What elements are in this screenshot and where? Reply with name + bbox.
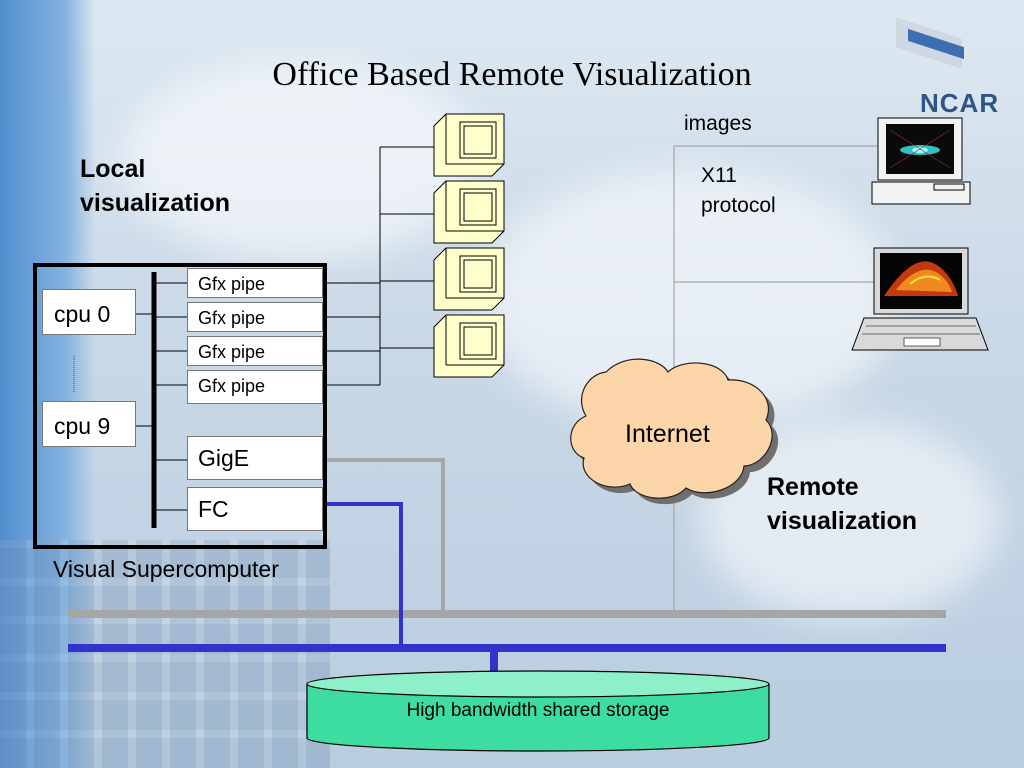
- monitor-icon: [433, 247, 505, 311]
- storage-cylinder-icon: [306, 670, 770, 752]
- monitor-icon: [433, 314, 505, 378]
- remote-label-line2: visualization: [767, 507, 918, 535]
- gfx-pipe-label: Gfx pipe: [198, 308, 266, 328]
- images-label: images: [684, 112, 752, 135]
- internet-label: Internet: [625, 420, 710, 448]
- gige-label: GigE: [198, 445, 250, 471]
- gfx-pipe-label: Gfx pipe: [198, 376, 266, 396]
- gfx-pipe-box: Gfx pipe: [187, 370, 323, 404]
- cpu-label: cpu 9: [54, 413, 111, 439]
- gfx-pipe-box: Gfx pipe: [187, 336, 323, 366]
- desktop-computer-icon: [871, 117, 971, 205]
- gfx-pipe-label: Gfx pipe: [198, 342, 266, 362]
- supercomputer-frame: [33, 263, 327, 549]
- gfx-pipe-box: Gfx pipe: [187, 302, 323, 332]
- internet-cloud-icon: [570, 358, 779, 505]
- monitor-connectors: [322, 146, 436, 386]
- monitor-icon: [433, 180, 505, 244]
- cpu-box-0: cpu 0: [42, 289, 136, 335]
- cpu-label: cpu 0: [54, 301, 111, 327]
- building-grid-backdrop: [0, 540, 330, 768]
- fc-label: FC: [198, 496, 229, 522]
- x11-label-line2: protocol: [701, 194, 776, 217]
- remote-label-line1: Remote: [767, 473, 859, 501]
- logo-text: NCAR: [920, 88, 1000, 118]
- local-monitors: [433, 113, 505, 378]
- x11-label-line1: X11: [701, 164, 737, 187]
- monitor-icon: [433, 113, 505, 177]
- gfx-pipe-label: Gfx pipe: [198, 274, 266, 294]
- left-blue-band: [0, 0, 95, 768]
- gfx-pipe-box: Gfx pipe: [187, 268, 323, 298]
- gige-link-line: [322, 458, 445, 610]
- fc-box: FC: [187, 487, 323, 531]
- local-label-line2: visualization: [80, 189, 231, 217]
- storage-label: High bandwidth shared storage: [406, 700, 670, 721]
- fc-link-line: [322, 502, 403, 644]
- background-cloud: [120, 60, 480, 260]
- laptop-icon: [851, 247, 989, 351]
- gige-box: GigE: [187, 436, 323, 480]
- slide-title: Office Based Remote Visualization: [272, 56, 752, 93]
- cpu-box-9: cpu 9: [42, 401, 136, 447]
- local-label-line1: Local: [80, 155, 146, 183]
- supercomputer-label: Visual Supercomputer: [53, 556, 279, 582]
